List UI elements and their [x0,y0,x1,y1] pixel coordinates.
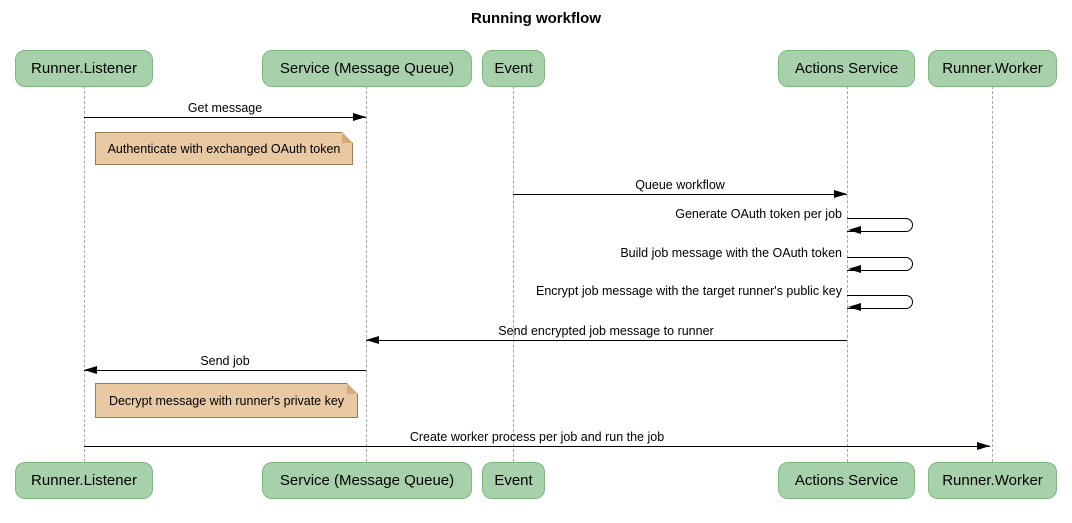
arrowhead-left [848,303,861,311]
message-label-build-job-message: Build job message with the OAuth token [620,246,842,260]
message-label-send-job: Send job [200,354,250,368]
arrowhead-left [848,265,861,273]
note-fold-icon [347,383,358,394]
participant-bottom-runner-listener: Runner.Listener [15,462,153,499]
message-arrow-send-encrypted [366,340,847,341]
note-authenticate: Authenticate with exchanged OAuth token [95,132,353,165]
note-text: Decrypt message with runner's private ke… [108,393,345,408]
message-label-encrypt-job-message: Encrypt job message with the target runn… [535,284,842,298]
arrowhead-left [848,226,861,234]
message-label-get-message: Get message [187,101,263,115]
arrowhead-right [834,190,847,198]
participant-bottom-runner-worker: Runner.Worker [928,462,1057,499]
lifeline-runner-listener [83,86,85,462]
note-text: Authenticate with exchanged OAuth token [107,141,341,156]
message-label-send-encrypted: Send encrypted job message to runner [498,324,714,338]
self-message-arrow [847,218,913,232]
participant-top-runner-worker: Runner.Worker [928,50,1057,87]
participant-top-actions-service: Actions Service [778,50,915,87]
note-fold-icon [342,132,353,143]
message-label-generate-oauth: Generate OAuth token per job [675,207,842,221]
message-label-queue-workflow: Queue workflow [635,178,725,192]
self-message-arrow [847,295,913,309]
lifeline-service-message-queue [366,86,367,462]
lifeline-actions-service [846,86,848,462]
participant-top-service-message-queue: Service (Message Queue) [262,50,472,87]
arrowhead-right [977,442,990,450]
lifeline-runner-worker [991,86,993,462]
participant-top-runner-listener: Runner.Listener [15,50,153,87]
arrowhead-left [84,366,97,374]
participant-bottom-event: Event [482,462,545,499]
participant-bottom-actions-service: Actions Service [778,462,915,499]
message-arrow-send-job [84,370,366,371]
message-label-create-worker: Create worker process per job and run th… [409,430,665,444]
diagram-title: Running workflow [471,10,601,27]
participant-bottom-service-message-queue: Service (Message Queue) [262,462,472,499]
message-arrow-queue-workflow [513,194,847,195]
note-decrypt: Decrypt message with runner's private ke… [95,383,358,418]
self-message-arrow [847,257,913,271]
message-arrow-get-message [84,117,366,118]
lifeline-event [513,86,514,462]
message-arrow-create-worker [84,446,990,447]
arrowhead-right [353,113,366,121]
arrowhead-left [366,336,379,344]
participant-top-event: Event [482,50,545,87]
